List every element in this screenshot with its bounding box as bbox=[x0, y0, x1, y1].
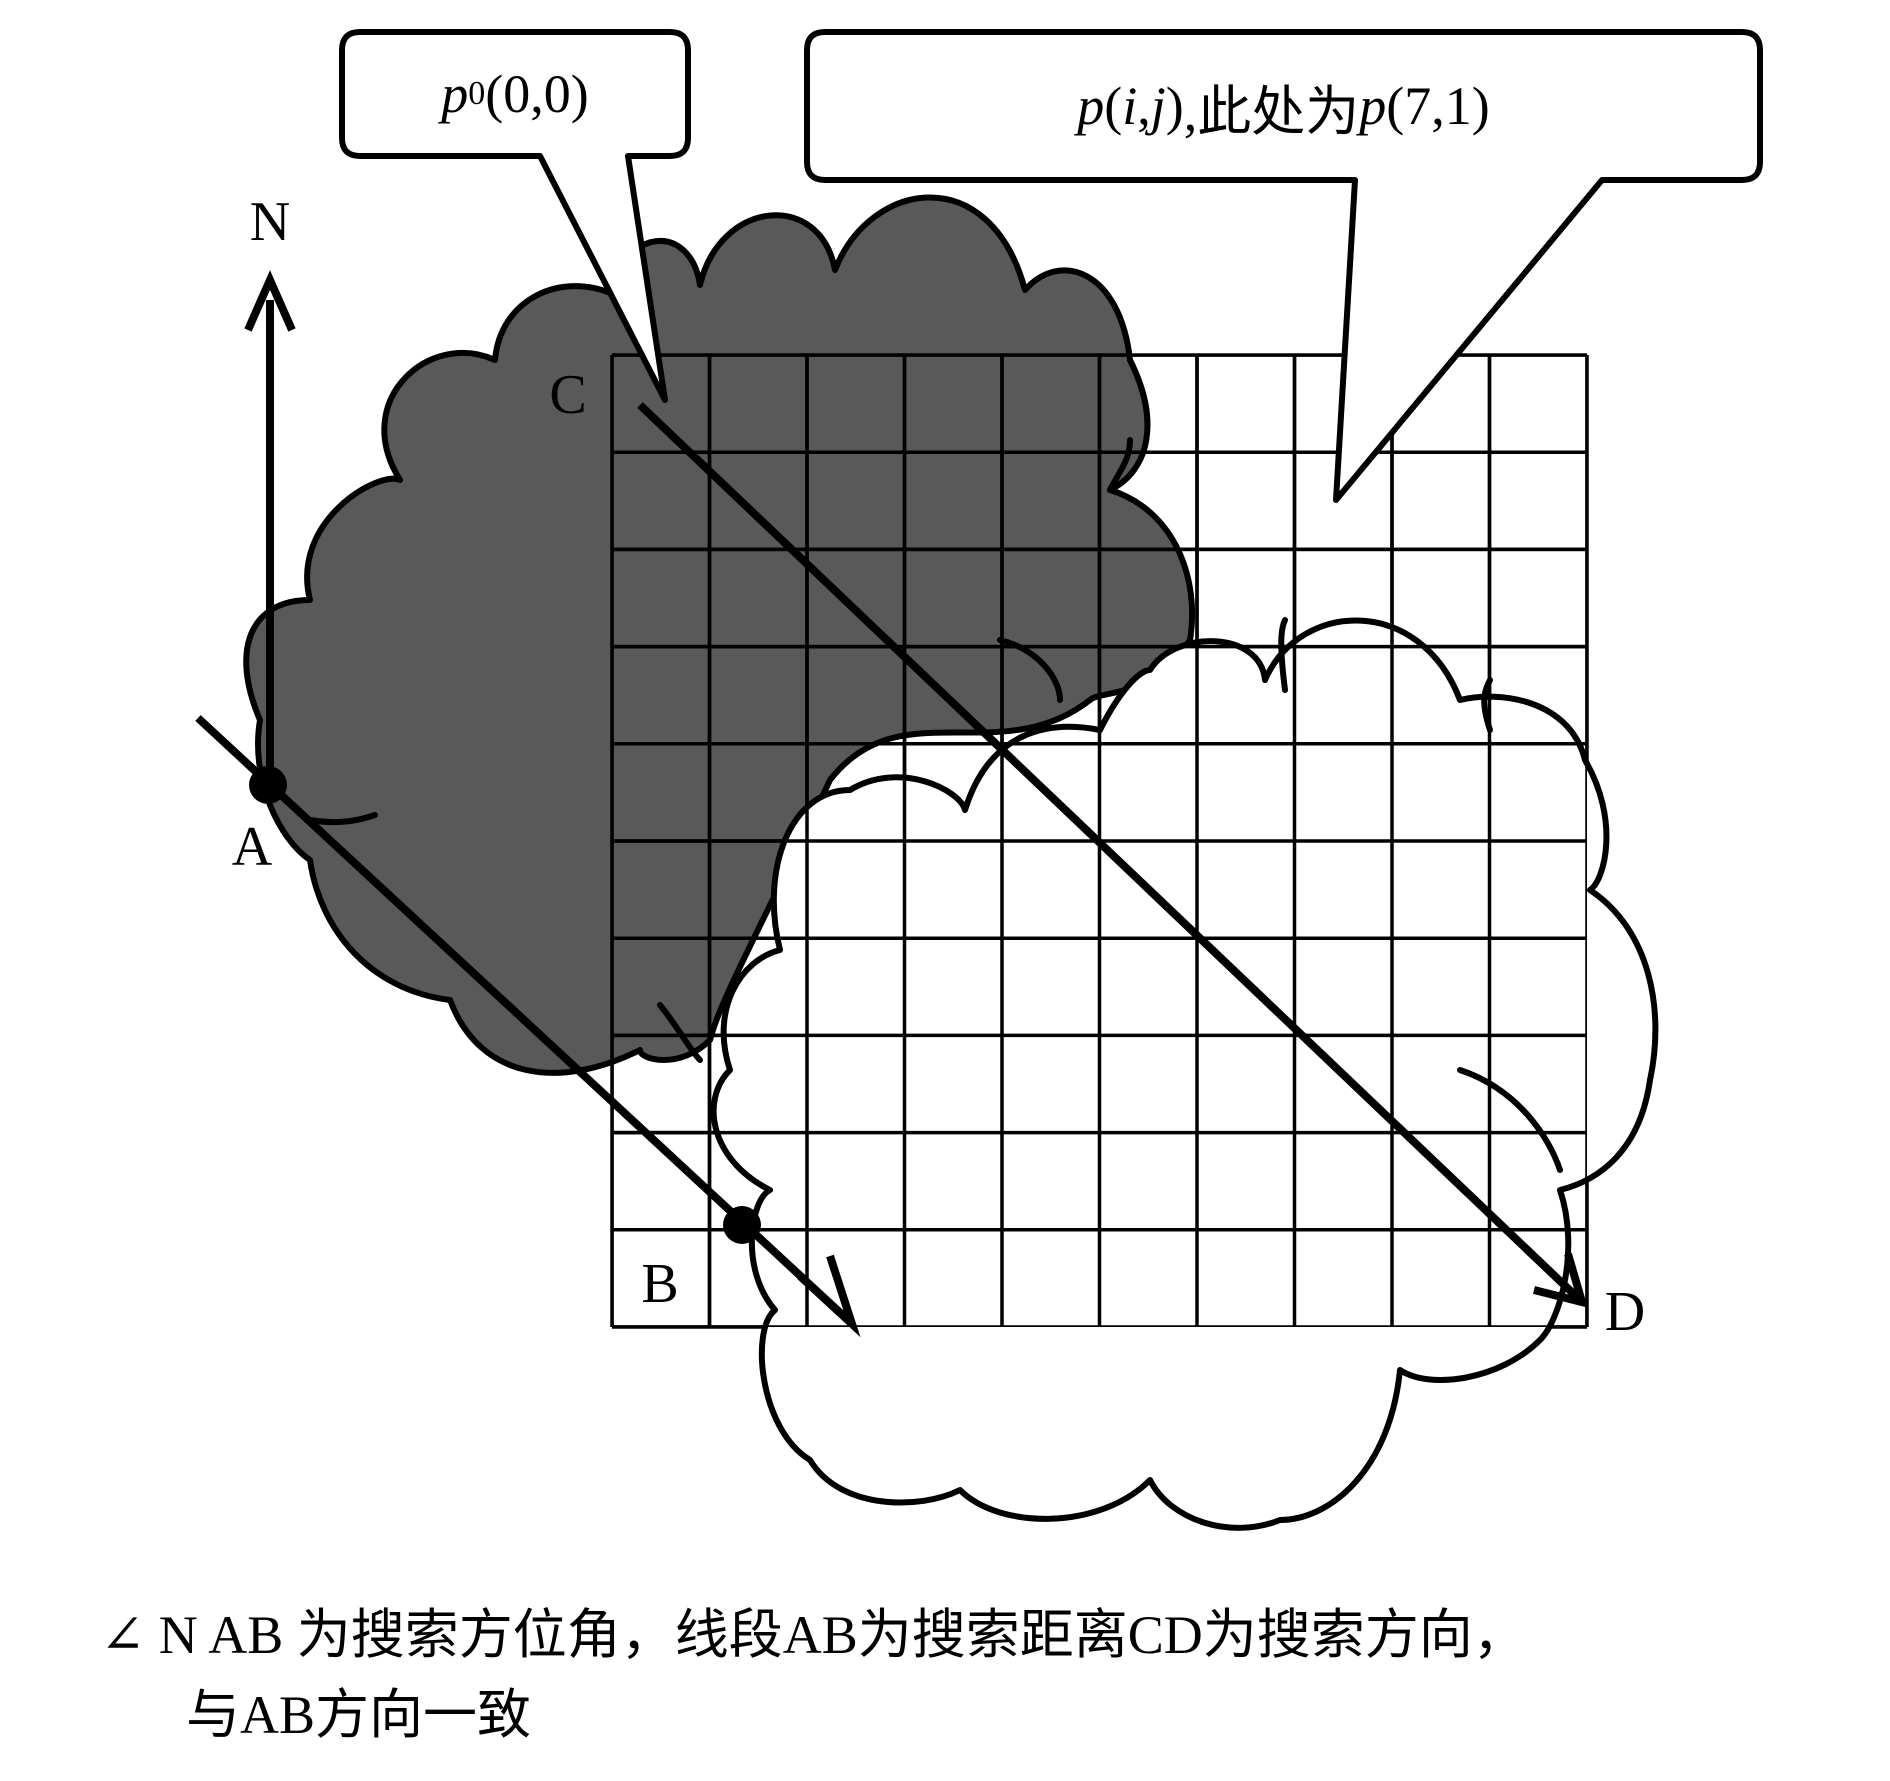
cell-index-i: i bbox=[1122, 76, 1138, 136]
cell-example-coords: (7,1) bbox=[1386, 76, 1490, 136]
caption-line-1: ∠ N AB 为搜索方位角，线段AB为搜索距离CD为搜索方向， bbox=[100, 1605, 1527, 1665]
origin-coords: (0,0) bbox=[485, 64, 589, 124]
point-a-label: A bbox=[232, 816, 273, 878]
callout-cell-box bbox=[804, 29, 1763, 503]
callout-origin-box bbox=[339, 29, 691, 403]
search-direction-line-cd bbox=[637, 402, 1588, 1308]
origin-symbol: p bbox=[441, 64, 469, 124]
north-label: N bbox=[250, 191, 290, 253]
point-b-label: B bbox=[641, 1253, 678, 1315]
point-b-dot bbox=[723, 1206, 761, 1244]
point-a-dot bbox=[249, 766, 287, 804]
cell-index-j: j bbox=[1150, 76, 1166, 136]
cell-note: ,此处为 bbox=[1183, 81, 1360, 142]
light-cloud bbox=[710, 617, 1659, 1531]
cell-example-symbol: p bbox=[1359, 76, 1387, 136]
cell-indices-close: ) bbox=[1165, 76, 1184, 136]
cloud-lobe-arcs bbox=[307, 437, 1563, 1173]
dark-cloud bbox=[243, 194, 1196, 1076]
cell-indices-comma: , bbox=[1137, 76, 1151, 136]
cell-indices-open: ( bbox=[1104, 76, 1123, 136]
caption-line-2: 与AB方向一致 bbox=[186, 1685, 532, 1745]
north-arrow bbox=[244, 270, 296, 785]
cell-symbol: p bbox=[1077, 76, 1105, 136]
origin-subscript: 0 bbox=[468, 75, 486, 112]
point-d-label: D bbox=[1605, 1281, 1645, 1343]
figure-caption: ∠ N AB 为搜索方位角，线段AB为搜索距离CD为搜索方向， 与AB方向一致 bbox=[100, 1595, 1860, 1755]
search-grid-overlay bbox=[612, 355, 1587, 1327]
point-c-label: C bbox=[549, 364, 586, 426]
